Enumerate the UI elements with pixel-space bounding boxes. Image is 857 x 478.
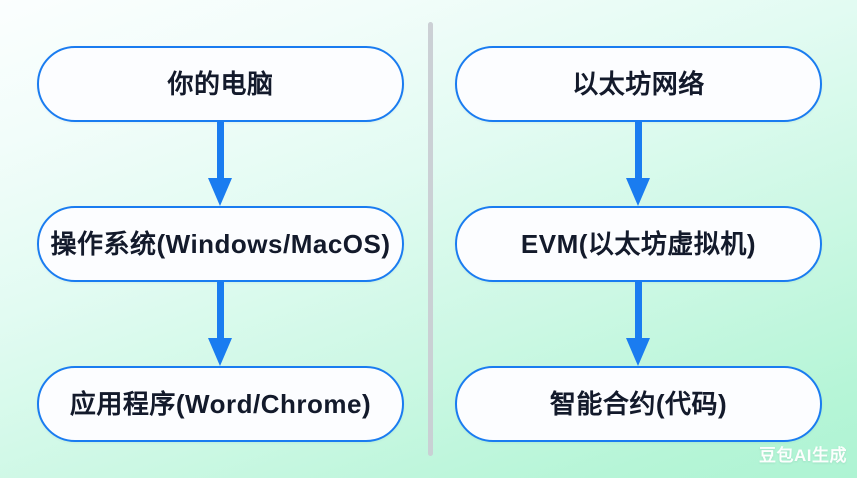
arrow-head <box>208 178 232 206</box>
arrow-shaft <box>635 282 642 340</box>
arrow-head <box>626 178 650 206</box>
node-label: 你的电脑 <box>167 69 274 99</box>
node-label: EVM(以太坊虚拟机) <box>520 229 757 259</box>
arrow-head <box>208 338 232 366</box>
arrow-shaft <box>217 122 224 180</box>
node-evm[interactable]: EVM(以太坊虚拟机) <box>455 206 822 282</box>
arrow-head <box>626 338 650 366</box>
column-computer-analogy: 你的电脑 操作系统(Windows/MacOS) 应用程序(Word/Chrom… <box>20 0 420 478</box>
arrow-down-icon <box>622 122 654 206</box>
node-label: 操作系统(Windows/MacOS) <box>50 229 391 259</box>
node-ethereum-network[interactable]: 以太坊网络 <box>455 46 822 122</box>
watermark: 豆包AI生成 <box>759 446 847 465</box>
arrow-down-icon <box>622 282 654 366</box>
arrow-shaft <box>635 122 642 180</box>
node-your-computer[interactable]: 你的电脑 <box>37 46 404 122</box>
arrow-shaft <box>217 282 224 340</box>
arrow-down-icon <box>204 282 236 366</box>
node-applications[interactable]: 应用程序(Word/Chrome) <box>37 366 404 442</box>
node-smart-contract[interactable]: 智能合约(代码) <box>455 366 822 442</box>
node-label: 智能合约(代码) <box>549 389 728 419</box>
node-label: 以太坊网络 <box>572 69 705 99</box>
column-divider <box>428 22 433 456</box>
column-ethereum-analogy: 以太坊网络 EVM(以太坊虚拟机) 智能合约(代码) <box>438 0 838 478</box>
arrow-down-icon <box>204 122 236 206</box>
node-operating-system[interactable]: 操作系统(Windows/MacOS) <box>37 206 404 282</box>
node-label: 应用程序(Word/Chrome) <box>69 389 372 419</box>
